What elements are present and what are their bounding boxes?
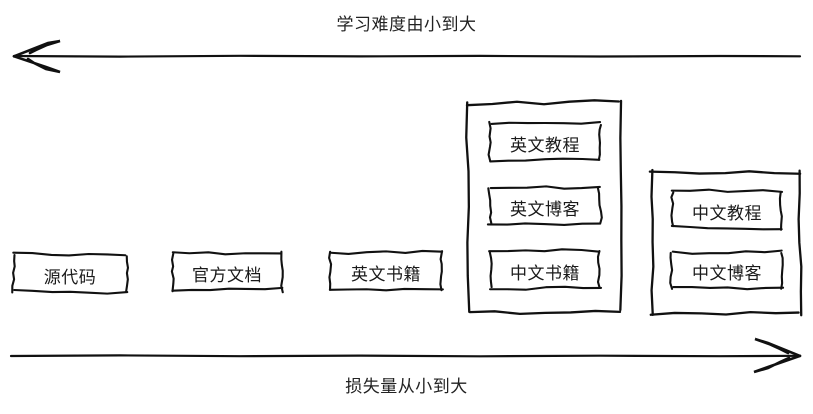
top-axis-label: 学习难度由小到大	[336, 15, 477, 35]
group-2-node-2[interactable]	[669, 249, 785, 291]
group-box-2[interactable]	[648, 168, 803, 317]
node-1[interactable]	[11, 251, 130, 295]
node-2[interactable]	[170, 250, 284, 294]
group-box-1[interactable]	[465, 99, 623, 316]
axis-group	[9, 39, 802, 374]
bottom-axis-label: 损失量从小到大	[345, 377, 468, 397]
node-shapes	[11, 99, 803, 317]
arrow-left-icon	[12, 39, 802, 74]
group-2-node-1[interactable]	[670, 188, 784, 231]
group-1-node-2[interactable]	[486, 185, 603, 226]
node-3[interactable]	[328, 249, 444, 292]
group-1-node-1[interactable]	[487, 120, 602, 163]
group-1-node-3[interactable]	[488, 248, 603, 291]
arrow-right-icon	[9, 337, 802, 374]
